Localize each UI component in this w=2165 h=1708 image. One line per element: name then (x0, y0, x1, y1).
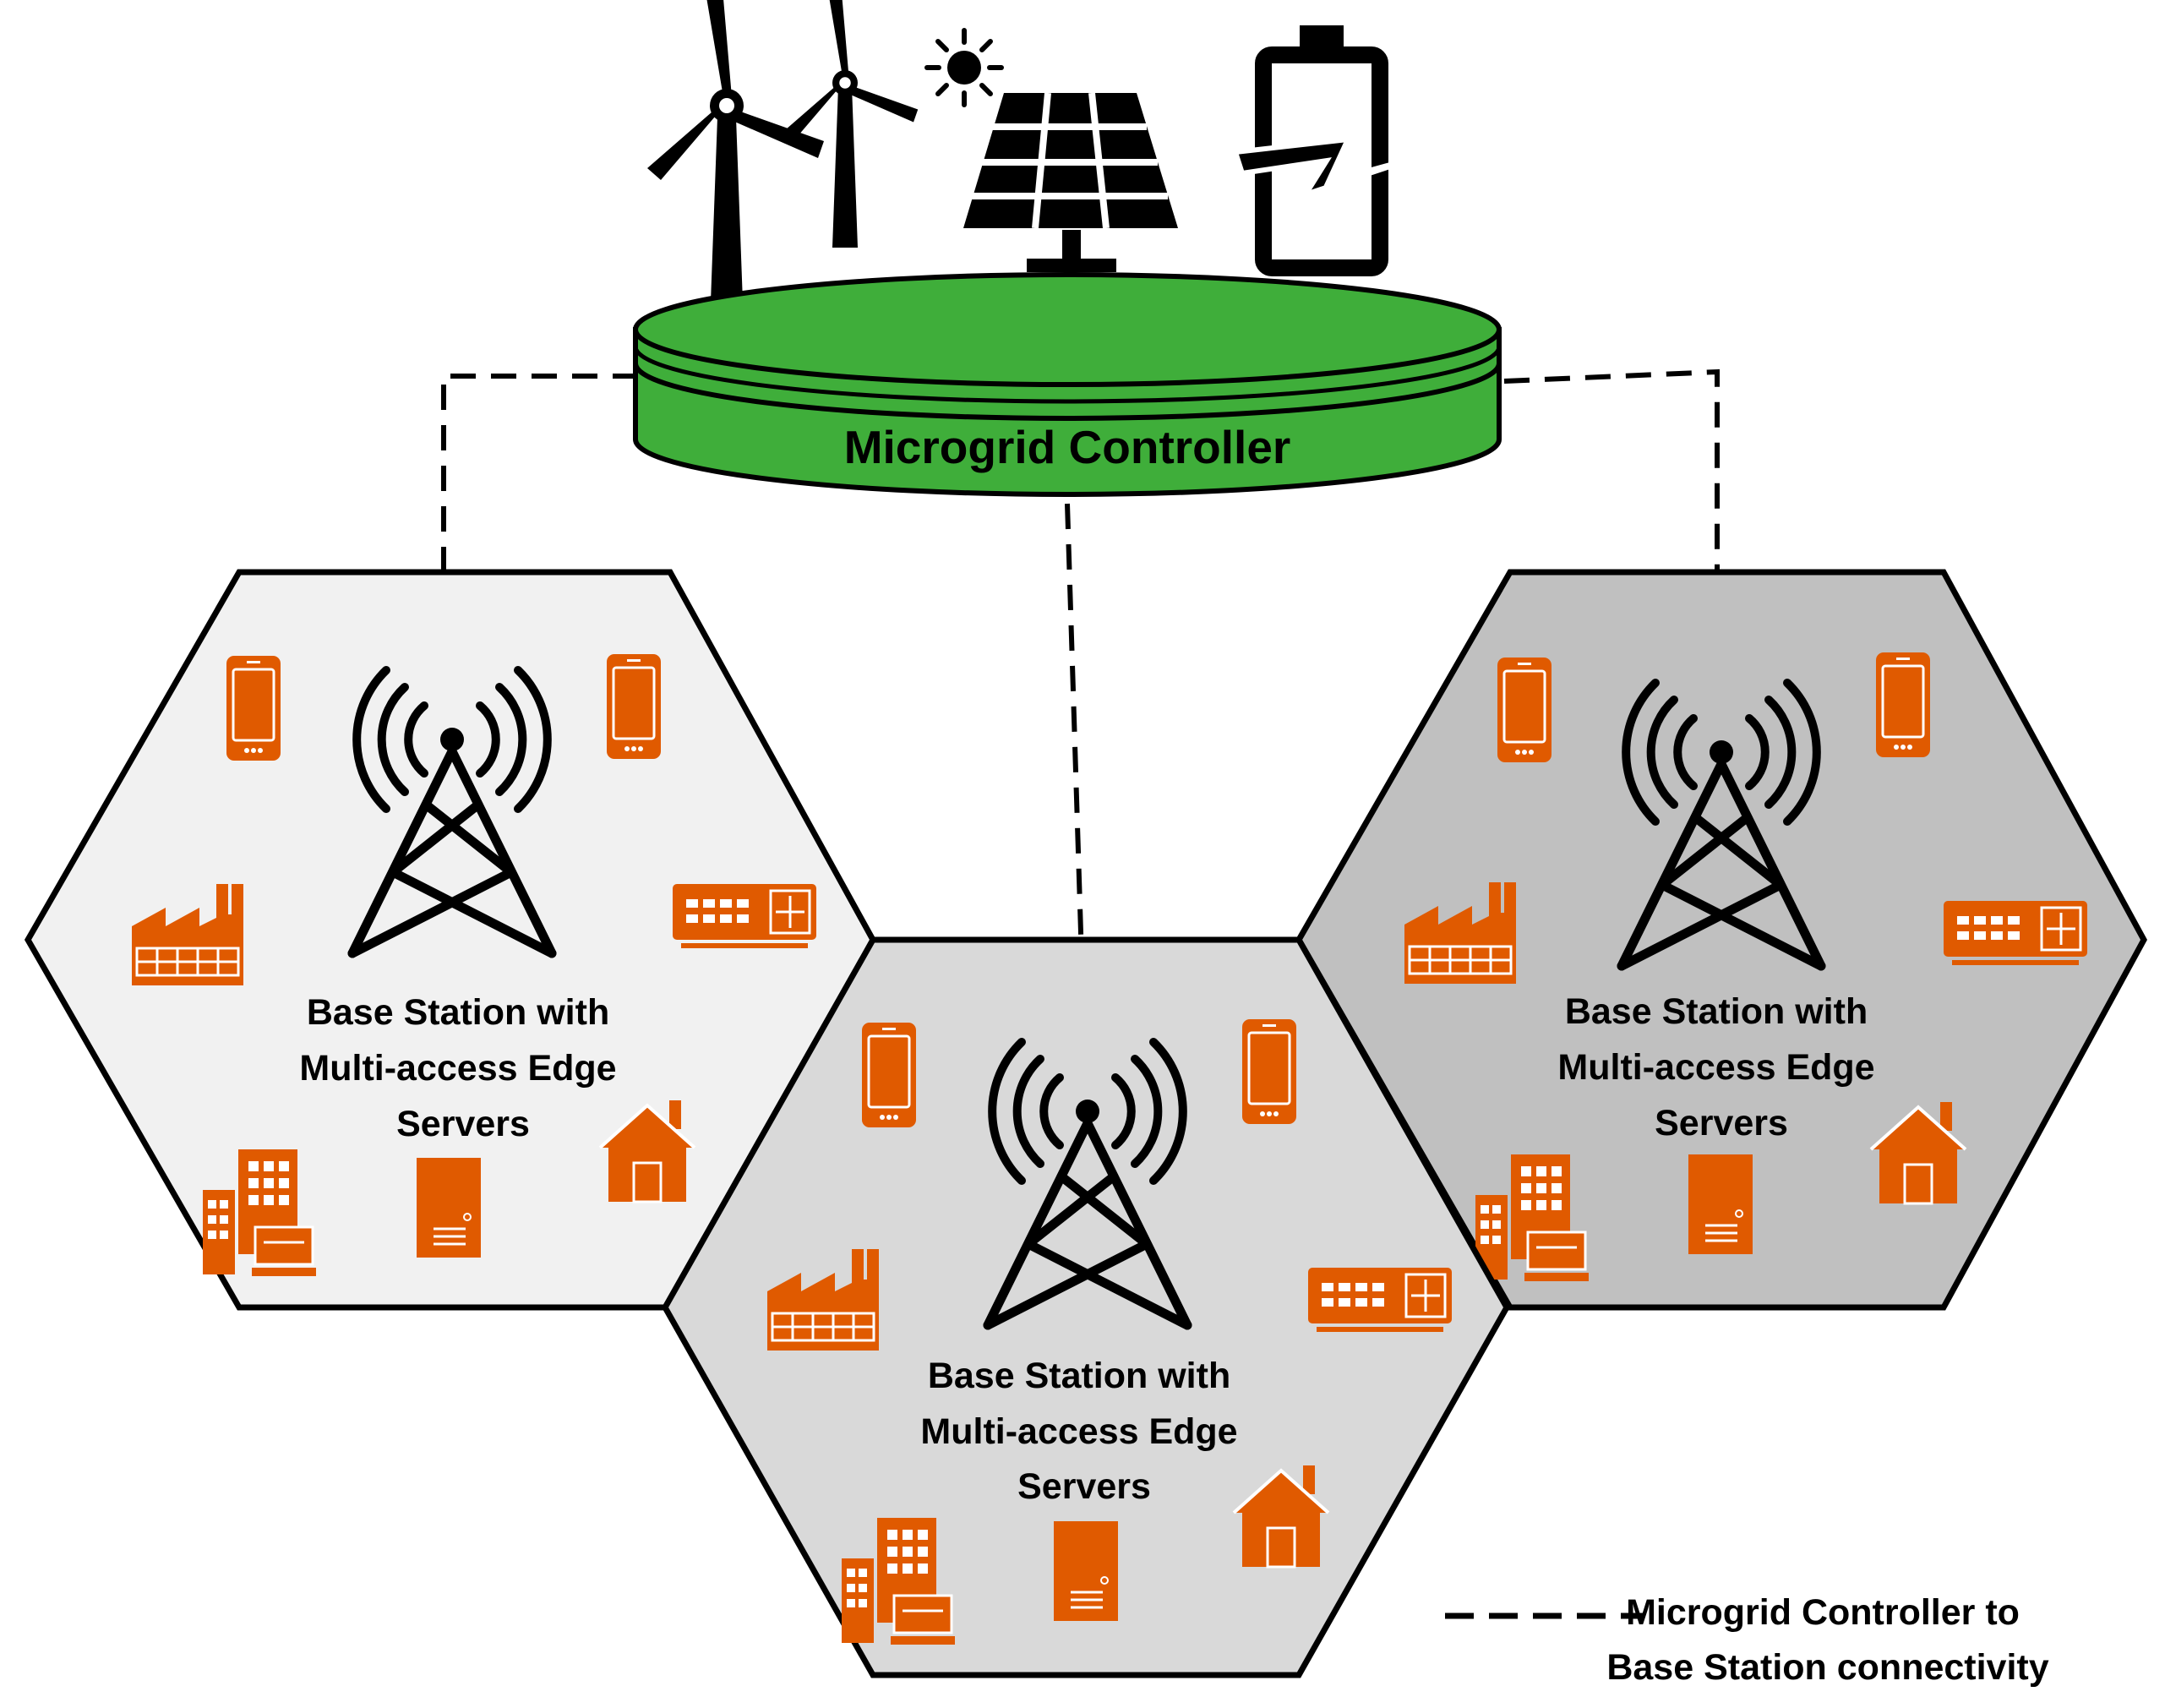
cell-label-line: Multi-access Edge (299, 1048, 616, 1089)
edge-server-icon (1687, 1153, 1754, 1256)
solar-panel-icon (963, 92, 1178, 272)
legend-label-line: Base Station connectivity (1606, 1647, 2048, 1688)
cell-center: Base Station with Multi-access Edge Serv… (661, 936, 1511, 1678)
legend-label-line: Microgrid Controller to (1626, 1592, 2020, 1633)
smartphone-icon (605, 652, 663, 761)
wind-turbine-icon (785, 0, 919, 248)
network-switch-icon (1942, 899, 2089, 967)
cell-label-line: Base Station with (1565, 991, 1868, 1032)
cell-label-line: Base Station with (928, 1356, 1230, 1396)
smartphone-icon (860, 1021, 918, 1129)
network-switch-icon (1306, 1266, 1453, 1334)
battery-icon (1232, 25, 1419, 276)
smartphone-icon (1874, 651, 1932, 759)
cell-label-line: Multi-access Edge (920, 1411, 1237, 1452)
cell-label-line: Servers (396, 1104, 530, 1144)
microgrid-controller: Microgrid Controller (633, 272, 1502, 497)
legend-label: Microgrid Controller to Base Station con… (1606, 1592, 2048, 1688)
cell-label-line: Servers (1017, 1466, 1151, 1507)
cell-label-line: Base Station with (307, 992, 609, 1033)
cell-label-line: Servers (1655, 1103, 1788, 1143)
cell-label: Base Station with Multi-access Edge Serv… (299, 992, 626, 1144)
controller-label: Microgrid Controller (844, 421, 1291, 473)
smartphone-icon (1496, 656, 1553, 764)
edge-server-icon (415, 1156, 483, 1259)
smartphone-icon (225, 654, 282, 762)
energy-sources (647, 0, 1419, 325)
cell-label-line: Multi-access Edge (1557, 1047, 1874, 1088)
edge-server-icon (1052, 1520, 1120, 1623)
cell-label: Base Station with Multi-access Edge Serv… (920, 1356, 1247, 1507)
link-controller-to-left-station (441, 374, 638, 672)
wind-turbine-icon (647, 0, 824, 325)
legend: Microgrid Controller to Base Station con… (1445, 1592, 2049, 1688)
network-switch-icon (671, 882, 818, 950)
cell-label: Base Station with Multi-access Edge Serv… (1557, 991, 1884, 1143)
sun-icon (924, 28, 1004, 107)
cell-left: Base Station with Multi-access Edge Serv… (24, 569, 876, 1311)
smartphone-icon (1241, 1018, 1298, 1126)
cell-right: Base Station with Multi-access Edge Serv… (1295, 569, 2147, 1311)
